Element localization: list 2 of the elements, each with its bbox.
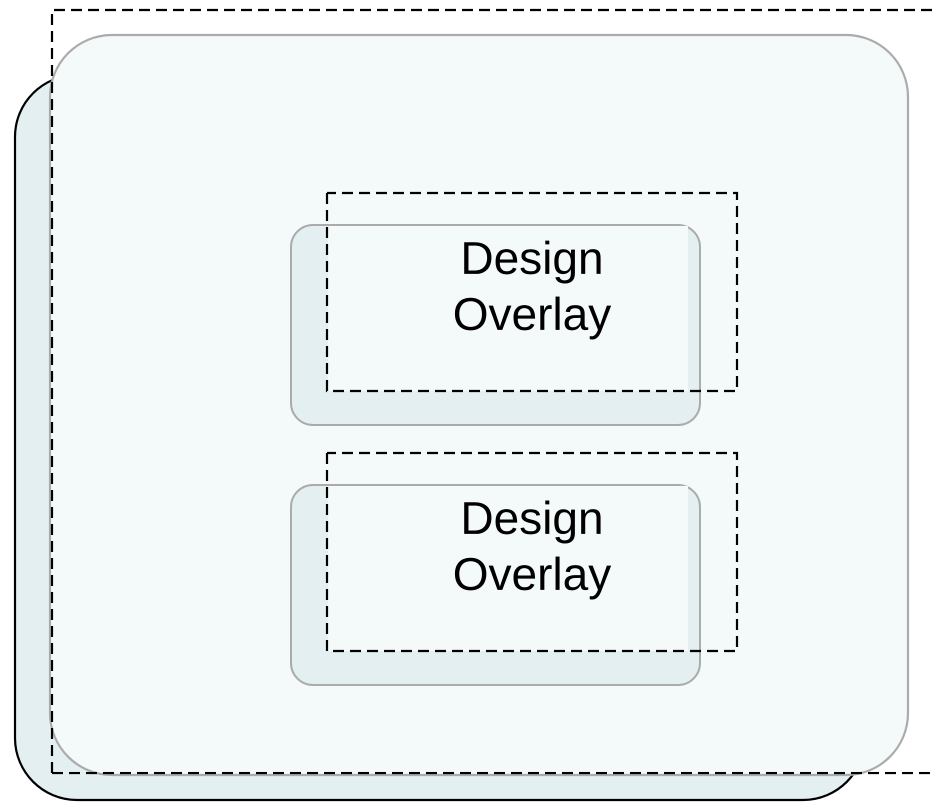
overlay-box: Design Overlay (290, 452, 738, 686)
overlay-box: Design Overlay (290, 192, 738, 426)
